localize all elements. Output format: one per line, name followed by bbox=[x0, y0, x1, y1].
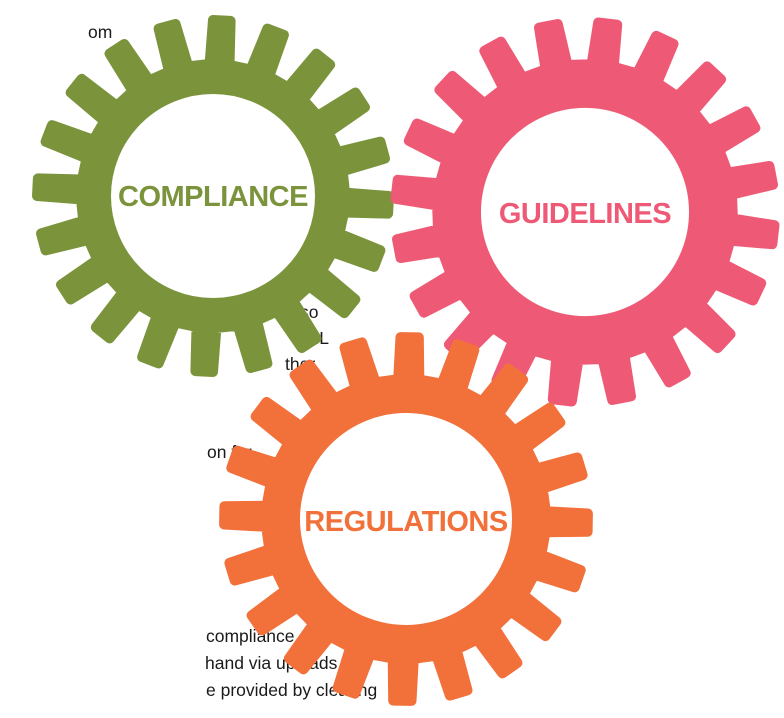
gear-regulations-shape bbox=[219, 332, 593, 706]
gear-regulations: REGULATIONS bbox=[219, 332, 593, 706]
body-text-fragment: om bbox=[88, 22, 113, 42]
gear-guidelines-shape bbox=[390, 17, 780, 407]
body-text-fragment: compliance bbox=[206, 626, 295, 646]
gear-compliance-label: COMPLIANCE bbox=[118, 181, 308, 213]
gear-guidelines: GUIDELINES bbox=[390, 17, 780, 407]
gear-regulations-label: REGULATIONS bbox=[304, 506, 508, 538]
gear-compliance-shape bbox=[32, 15, 394, 377]
gear-guidelines-label: GUIDELINES bbox=[499, 198, 671, 230]
gear-compliance: COMPLIANCE bbox=[32, 15, 394, 377]
